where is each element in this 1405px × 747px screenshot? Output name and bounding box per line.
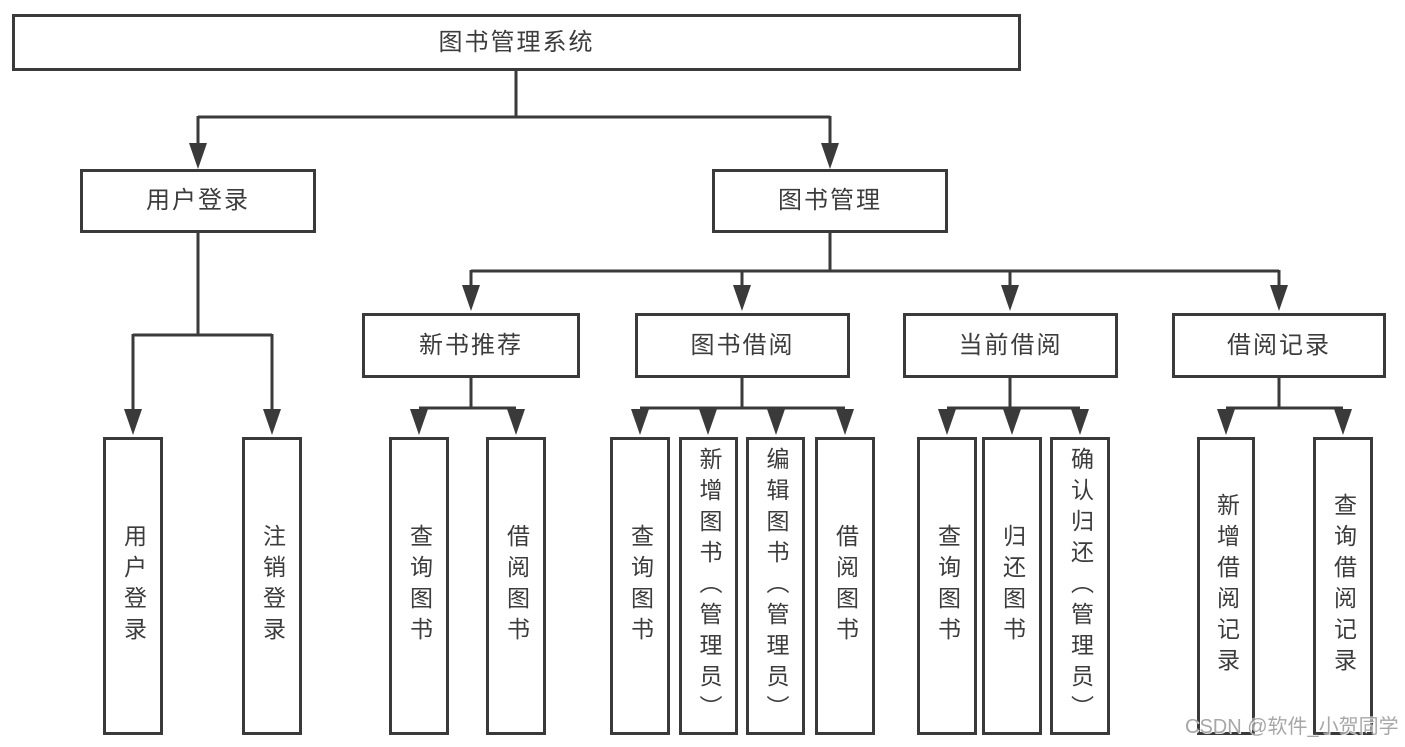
node-book-management-label: 图书管理 bbox=[778, 187, 882, 214]
leaf-add-borrow-record: 新增借阅记录 bbox=[1197, 437, 1255, 735]
leaf-add-book-admin: 新增图书（管理员） bbox=[679, 437, 738, 735]
node-user-login: 用户登录 bbox=[80, 169, 316, 233]
leaf-query-borrow-record: 查询借阅记录 bbox=[1313, 437, 1373, 735]
csdn-watermark: CSDN @软件_小贺同学 bbox=[1185, 716, 1399, 738]
leaf-recommend-query-book: 查询图书 bbox=[389, 437, 449, 735]
node-root-system-label: 图书管理系统 bbox=[438, 28, 595, 56]
leaf-current-query-book: 查询图书 bbox=[917, 437, 977, 735]
leaf-return-book-label: 归还图书 bbox=[999, 524, 1026, 648]
leaf-user-login-label: 用户登录 bbox=[120, 524, 147, 648]
node-new-book-recommend-label: 新书推荐 bbox=[419, 331, 523, 359]
node-borrow-records: 借阅记录 bbox=[1172, 313, 1386, 378]
leaf-confirm-return-admin: 确认归还（管理员） bbox=[1050, 437, 1110, 735]
leaf-add-borrow-record-label: 新增借阅记录 bbox=[1213, 493, 1240, 679]
leaf-logout-label: 注销登录 bbox=[259, 524, 286, 648]
node-book-borrow-label: 图书借阅 bbox=[690, 331, 795, 359]
node-current-borrow-label: 当前借阅 bbox=[958, 331, 1063, 359]
leaf-recommend-query-book-label: 查询图书 bbox=[406, 524, 433, 648]
node-borrow-records-label: 借阅记录 bbox=[1227, 331, 1331, 359]
leaf-user-login: 用户登录 bbox=[103, 437, 163, 735]
leaf-edit-book-admin-label: 编辑图书（管理员） bbox=[763, 446, 789, 726]
leaf-query-borrow-record-label: 查询借阅记录 bbox=[1330, 493, 1357, 679]
node-book-management: 图书管理 bbox=[712, 169, 948, 233]
leaf-borrow-query-book-label: 查询图书 bbox=[627, 524, 654, 648]
node-user-login-label: 用户登录 bbox=[146, 187, 250, 214]
leaf-edit-book-admin: 编辑图书（管理员） bbox=[746, 437, 805, 735]
leaf-return-book: 归还图书 bbox=[982, 437, 1042, 735]
node-book-borrow: 图书借阅 bbox=[635, 313, 850, 378]
node-root-system: 图书管理系统 bbox=[12, 14, 1021, 71]
leaf-logout: 注销登录 bbox=[242, 437, 302, 735]
leaf-recommend-borrow-book: 借阅图书 bbox=[486, 437, 546, 735]
leaf-add-book-admin-label: 新增图书（管理员） bbox=[696, 446, 722, 726]
node-current-borrow: 当前借阅 bbox=[903, 313, 1118, 378]
leaf-confirm-return-admin-label: 确认归还（管理员） bbox=[1067, 446, 1094, 726]
leaf-borrow-query-book: 查询图书 bbox=[610, 437, 670, 735]
leaf-current-query-book-label: 查询图书 bbox=[934, 524, 961, 648]
leaf-borrow-book: 借阅图书 bbox=[815, 437, 875, 735]
leaf-recommend-borrow-book-label: 借阅图书 bbox=[503, 524, 530, 648]
leaf-borrow-book-label: 借阅图书 bbox=[832, 524, 859, 648]
arrowheads bbox=[124, 143, 1352, 435]
node-new-book-recommend: 新书推荐 bbox=[362, 313, 580, 378]
